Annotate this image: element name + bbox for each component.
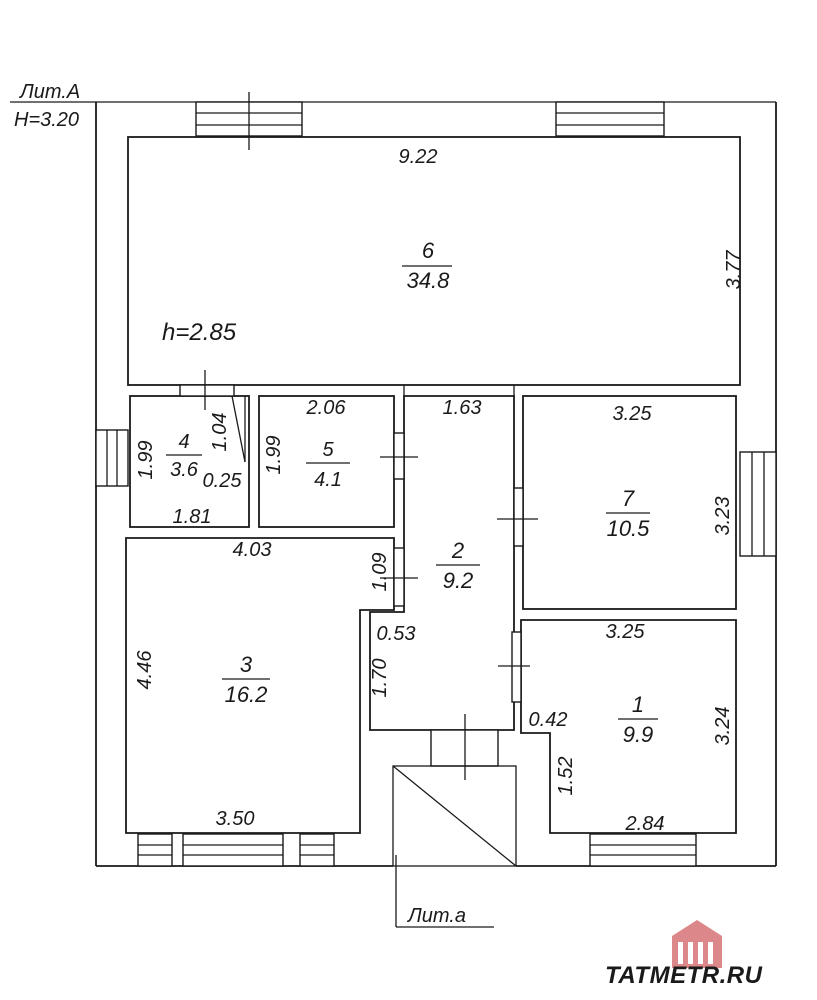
room-number: 2 [451, 538, 464, 563]
watermark-text: TATMETR.RU [605, 962, 763, 989]
room-area: 4.1 [314, 469, 342, 491]
room-area: 16.2 [225, 682, 268, 707]
dimension-labels: 9.22 3.77 1.99 1.04 0.25 1.81 1.99 2.06 … [134, 146, 745, 835]
watermark-logo-icon [672, 920, 722, 968]
dimension-label: 1.70 [369, 659, 391, 698]
watermark: TATMETR.RU [605, 920, 763, 989]
room-1-outline [520, 619, 737, 834]
room-label-5: 5 4.1 [306, 439, 350, 491]
dimension-label: 2.06 [306, 397, 347, 419]
dimension-label: 2.84 [625, 813, 665, 835]
dimension-label: 1.52 [555, 757, 577, 796]
room-2-outline [369, 395, 515, 731]
room-number: 6 [422, 238, 435, 263]
dimension-label: 0.53 [377, 623, 416, 645]
room-number: 1 [632, 692, 644, 717]
dimension-label: 0.42 [529, 709, 568, 731]
room-label-1: 1 9.9 [618, 692, 658, 747]
dimension-label: 1.63 [443, 397, 482, 419]
entrance-porch [392, 714, 517, 928]
room-label-3: 3 16.2 [222, 652, 270, 707]
room-number: 5 [322, 439, 334, 461]
building-letter-main: Лит.А [18, 81, 80, 103]
room-label-2: 2 9.2 [436, 538, 480, 593]
dimension-label: 4.46 [134, 650, 156, 690]
room-label-4: 4 3.6 [166, 431, 202, 481]
doors [179, 92, 538, 703]
dimension-label: 1.09 [369, 553, 391, 592]
room-area: 3.6 [170, 459, 199, 481]
room-label-6: 6 34.8 [402, 238, 452, 293]
room-area: 10.5 [607, 516, 651, 541]
room-area: 9.2 [443, 568, 474, 593]
dimension-label: 1.81 [173, 506, 212, 528]
dimension-label: 0.25 [203, 470, 243, 492]
dimension-label: 3.24 [712, 707, 734, 746]
dimension-label: 1.04 [209, 413, 231, 452]
dimension-label: 4.03 [233, 539, 272, 561]
building-height-main: H=3.20 [14, 109, 79, 131]
room-6-outline [127, 136, 741, 386]
dimension-label: 3.50 [216, 808, 255, 830]
room-number: 3 [240, 652, 253, 677]
dimension-label: 3.23 [712, 497, 734, 536]
dimension-label: 1.99 [263, 436, 285, 475]
dimension-label: 9.22 [399, 146, 438, 168]
room-number: 7 [622, 486, 635, 511]
room-height-label: h=2.85 [162, 319, 237, 346]
room-area: 34.8 [407, 268, 451, 293]
dimension-label: 3.77 [723, 250, 745, 290]
dimension-label: 3.25 [606, 621, 646, 643]
room-label-7: 7 10.5 [606, 486, 650, 541]
room-3-outline [125, 537, 395, 834]
building-letter-annex: Лит.а [406, 905, 466, 927]
dimension-label: 3.25 [613, 403, 653, 425]
room-area: 9.9 [623, 722, 654, 747]
dimension-label: 1.99 [135, 441, 157, 480]
room-number: 4 [178, 431, 189, 453]
